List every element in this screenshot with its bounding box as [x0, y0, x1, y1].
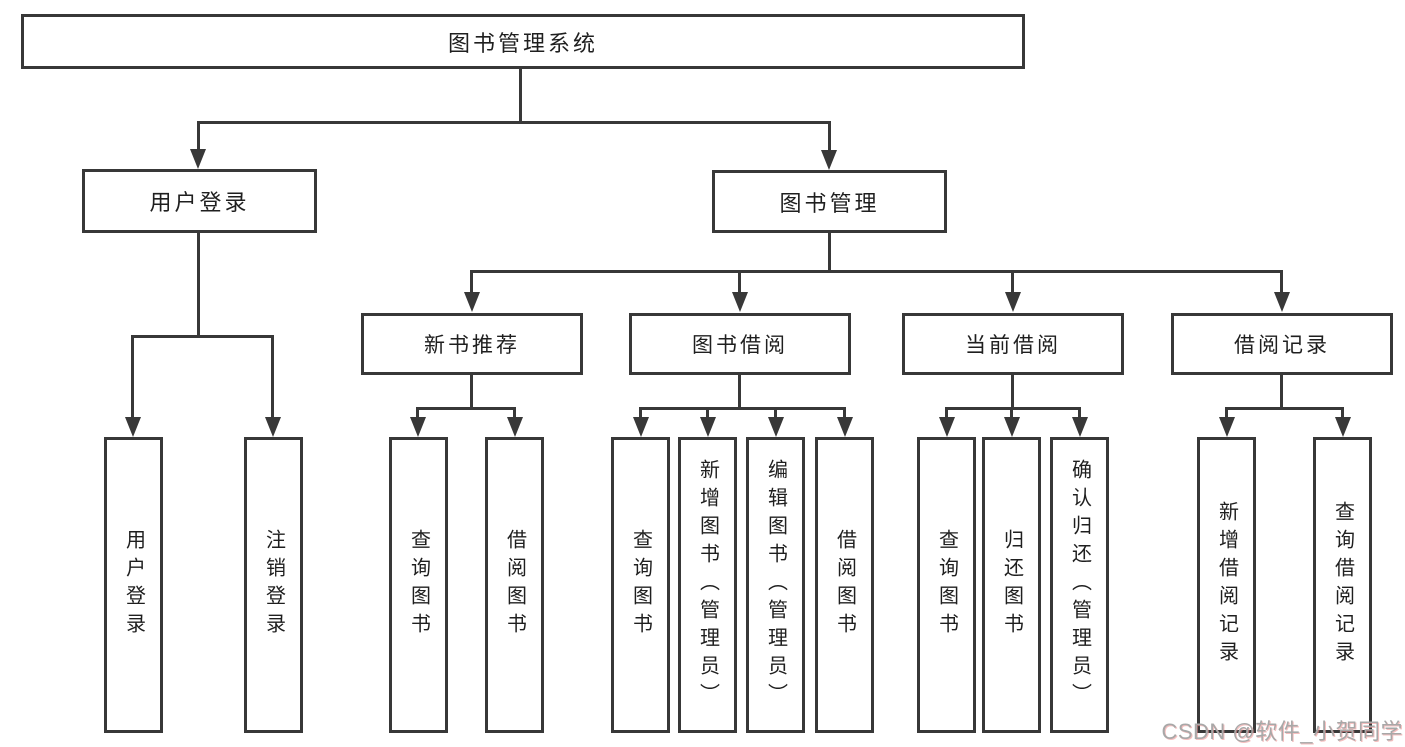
node-borrowing-records-label: 借阅记录	[1234, 334, 1330, 357]
arrowhead-down	[1005, 292, 1021, 312]
node-new-book-recommend: 新书推荐	[361, 313, 583, 375]
node-book-management: 图书管理	[712, 170, 947, 233]
leaf-current-query-books: 查询图书	[917, 437, 976, 733]
arrowhead-down	[732, 292, 748, 312]
leaf-borrowing-edit-books: 编辑图书（管理员）	[746, 437, 805, 733]
arrowhead-down	[633, 417, 649, 437]
node-book-management-label: 图书管理	[779, 190, 880, 216]
leaf-current-confirm-return-label: 确认归还（管理员）	[1068, 459, 1091, 711]
node-root-label: 图书管理系统	[447, 30, 598, 56]
connector-user-login-stem	[197, 233, 200, 338]
connector-drop-book-management	[828, 121, 831, 152]
connector-borrowing-bar	[639, 407, 846, 410]
watermark: CSDN @软件_小贺同学	[1161, 719, 1403, 744]
connector-records-stem	[1280, 375, 1283, 410]
arrowhead-down	[125, 417, 141, 437]
connector-drop-rec-borrow	[513, 407, 516, 419]
leaf-logout-label: 注销登录	[262, 529, 285, 641]
node-root: 图书管理系统	[21, 14, 1025, 69]
leaf-borrowing-borrow-books: 借阅图书	[815, 437, 874, 733]
connector-drop-bor-borrow	[843, 407, 846, 419]
connector-user-login-bar	[131, 335, 274, 338]
arrowhead-down	[837, 417, 853, 437]
connector-root-stem	[519, 69, 522, 124]
connector-drop-bor-query	[639, 407, 642, 419]
node-user-login-label: 用户登录	[149, 190, 250, 215]
connector-records-bar	[1225, 407, 1344, 410]
connector-drop-borrowing-records	[1280, 270, 1283, 295]
connector-drop-leaf-user-login	[131, 335, 134, 419]
leaf-user-login: 用户登录	[104, 437, 163, 733]
leaf-borrowing-edit-books-label: 编辑图书（管理员）	[764, 459, 787, 711]
node-book-borrowing: 图书借阅	[629, 313, 851, 375]
connector-drop-log-add	[1225, 407, 1228, 419]
leaf-records-query-record: 查询借阅记录	[1313, 437, 1372, 733]
leaf-current-return-books: 归还图书	[982, 437, 1041, 733]
connector-book-management-bar	[470, 270, 1283, 273]
leaf-borrowing-borrow-books-label: 借阅图书	[833, 529, 856, 641]
node-book-borrowing-label: 图书借阅	[692, 334, 788, 357]
leaf-records-query-record-label: 查询借阅记录	[1331, 501, 1354, 669]
node-borrowing-records: 借阅记录	[1171, 313, 1393, 375]
connector-drop-cur-query	[945, 407, 948, 419]
arrowhead-down	[700, 417, 716, 437]
leaf-recommend-query-books: 查询图书	[389, 437, 448, 733]
arrowhead-down	[768, 417, 784, 437]
arrowhead-down	[265, 417, 281, 437]
connector-drop-cur-confirm	[1078, 407, 1081, 419]
node-user-login: 用户登录	[82, 169, 317, 233]
leaf-logout: 注销登录	[244, 437, 303, 733]
leaf-borrowing-query-books-label: 查询图书	[629, 529, 652, 641]
arrowhead-down	[1072, 417, 1088, 437]
arrowhead-down	[410, 417, 426, 437]
connector-drop-new-book-recommend	[470, 270, 473, 295]
connector-current-bar	[945, 407, 1081, 410]
arrowhead-down	[1219, 417, 1235, 437]
node-new-book-recommend-label: 新书推荐	[424, 334, 520, 357]
connector-drop-bor-add	[706, 407, 709, 419]
connector-book-management-stem	[828, 233, 831, 273]
leaf-current-return-books-label: 归还图书	[1000, 529, 1023, 641]
connector-drop-cur-return	[1010, 407, 1013, 419]
leaf-current-confirm-return: 确认归还（管理员）	[1050, 437, 1109, 733]
leaf-current-query-books-label: 查询图书	[935, 529, 958, 641]
connector-borrowing-stem	[738, 375, 741, 410]
arrowhead-down	[1274, 292, 1290, 312]
leaf-recommend-query-books-label: 查询图书	[407, 529, 430, 641]
connector-current-stem	[1011, 375, 1014, 410]
leaf-borrowing-query-books: 查询图书	[611, 437, 670, 733]
arrowhead-down	[1335, 417, 1351, 437]
leaf-recommend-borrow-books: 借阅图书	[485, 437, 544, 733]
connector-drop-current-borrowing	[1011, 270, 1014, 295]
arrowhead-down	[464, 292, 480, 312]
arrowhead-down	[507, 417, 523, 437]
node-current-borrowing: 当前借阅	[902, 313, 1124, 375]
connector-recommend-stem	[470, 375, 473, 410]
connector-drop-user-login	[197, 121, 200, 151]
arrowhead-down	[190, 149, 206, 169]
connector-drop-book-borrowing	[738, 270, 741, 295]
arrowhead-down	[939, 417, 955, 437]
node-current-borrowing-label: 当前借阅	[965, 334, 1061, 357]
leaf-recommend-borrow-books-label: 借阅图书	[503, 529, 526, 641]
leaf-borrowing-add-books: 新增图书（管理员）	[678, 437, 737, 733]
leaf-records-add-record: 新增借阅记录	[1197, 437, 1256, 733]
leaf-records-add-record-label: 新增借阅记录	[1215, 501, 1238, 669]
connector-drop-log-query	[1341, 407, 1344, 419]
connector-drop-leaf-logout	[271, 335, 274, 419]
connector-root-bar	[197, 121, 831, 124]
arrowhead-down	[1004, 417, 1020, 437]
leaf-user-login-label: 用户登录	[122, 529, 145, 641]
connector-drop-bor-edit	[774, 407, 777, 419]
connector-drop-rec-query	[416, 407, 419, 419]
arrowhead-down	[821, 150, 837, 170]
leaf-borrowing-add-books-label: 新增图书（管理员）	[696, 459, 719, 711]
connector-recommend-bar	[416, 407, 516, 410]
